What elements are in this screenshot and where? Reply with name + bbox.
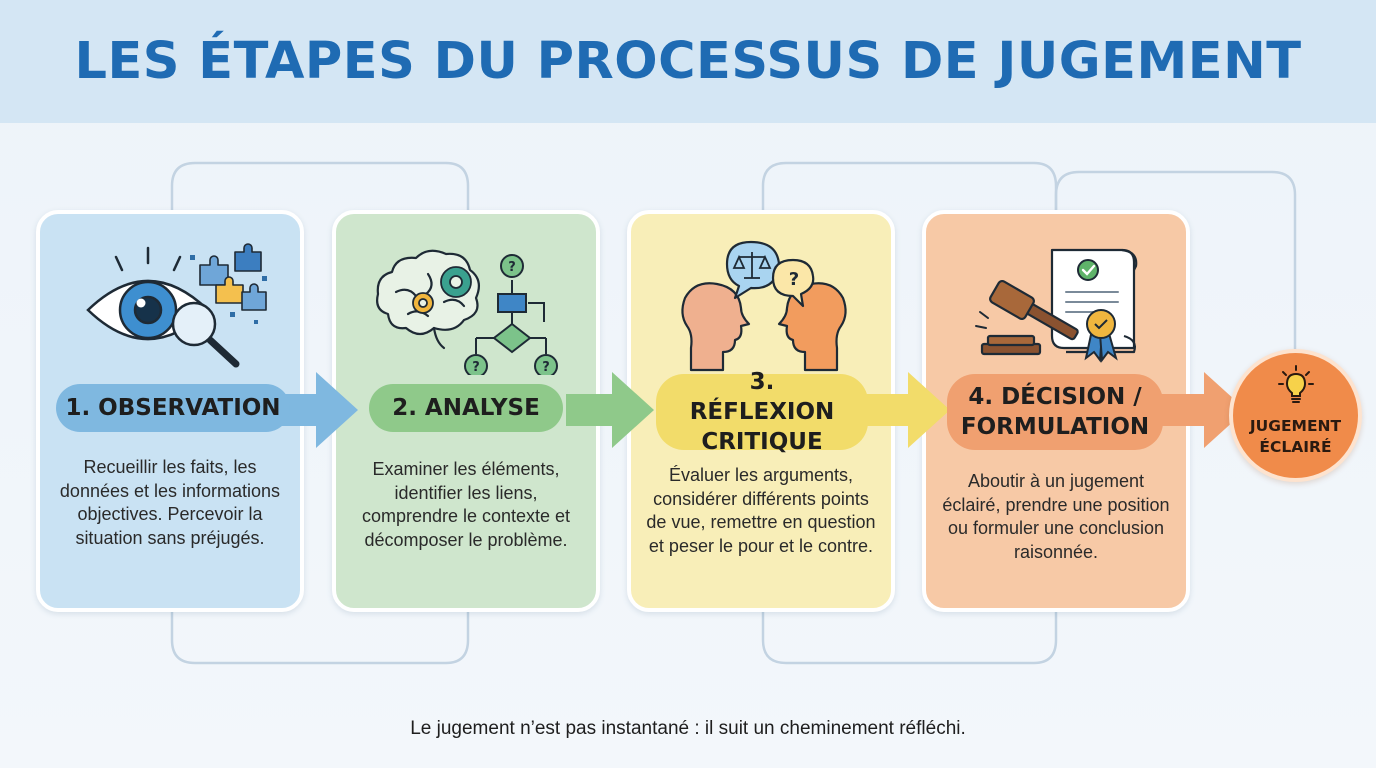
step-label-decision: 4. DÉCISION / FORMULATION [947,374,1163,450]
step-arrow-1 [270,372,358,448]
loop-top-3-4 [761,161,1058,212]
header-banner: LES ÉTAPES DU PROCESSUS DE JUGEMENT [0,0,1376,123]
loop-bottom-3-4 [761,612,1058,665]
step-label-reflexion: 3. RÉFLEXION CRITIQUE [656,369,868,455]
step-arrow-2 [566,372,654,448]
step-label-observation: 1. OBSERVATION [56,384,290,432]
brain-flowchart-icon: ? ? ? [376,249,558,375]
loop-top-1-2 [170,161,470,212]
svg-text:?: ? [472,360,480,375]
step-arrow-3 [862,372,950,448]
lightbulb-icon [1278,365,1314,403]
step-label-analyse: 2. ANALYSE [369,384,563,432]
step-arrow-4 [1158,372,1246,448]
two-heads-dialogue-icon: ? [681,240,847,372]
loop-bottom-1-2 [170,612,470,665]
page-title: LES ÉTAPES DU PROCESSUS DE JUGEMENT [74,32,1302,91]
svg-text:?: ? [542,360,550,375]
step-description: Évaluer les arguments, considérer différ… [646,465,876,556]
final-judgement-circle: JUGEMENT ÉCLAIRÉ [1229,349,1362,482]
step-description: Aboutir à un jugement éclairé, prendre u… [942,471,1170,562]
svg-text:?: ? [789,269,799,290]
final-label: JUGEMENT ÉCLAIRÉ [1249,417,1342,456]
step-description: Examiner les éléments, identifier les li… [361,459,571,550]
step-description: Recueillir les faits, les données et les… [59,457,281,548]
gavel-document-icon [975,248,1138,363]
eye-magnifier-icon [86,243,267,368]
svg-text:?: ? [508,260,516,275]
loop-top-4-final [1054,170,1297,349]
footer-caption: Le jugement n’est pas instantané : il su… [410,718,966,739]
